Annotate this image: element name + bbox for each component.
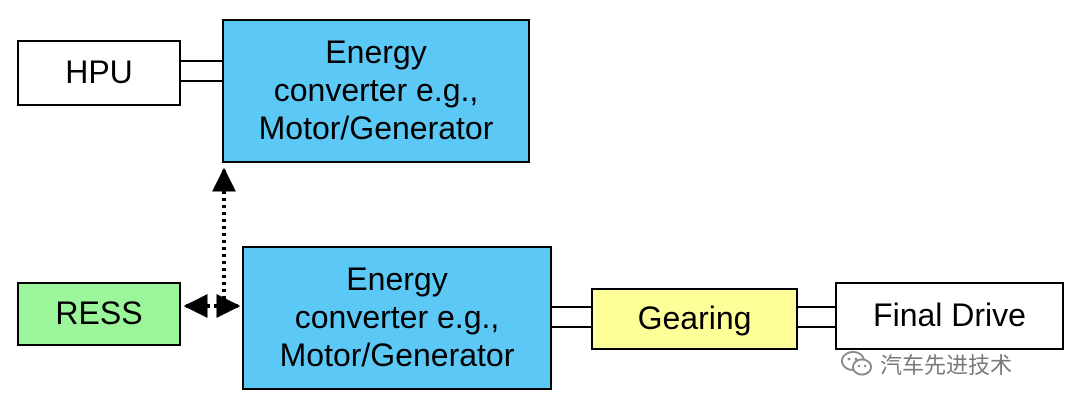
converter-top-box: Energy converter e.g., Motor/Generator [222,19,530,163]
watermark-text: 汽车先进技术 [880,354,1013,379]
converter-bottom-line-1: Energy [346,261,448,298]
converter-bottom-box: Energy converter e.g., Motor/Generator [242,246,552,390]
gearing-box: Gearing [591,288,798,350]
converter-bottom-line-3: Motor/Generator [279,336,515,373]
wechat-icon [841,351,872,376]
final-drive-label: Final Drive [873,297,1026,334]
hpu-box: HPU [17,40,181,106]
ress-box: RESS [17,282,181,346]
converter-bottom-line-2: converter e.g., [294,299,500,336]
converter-gearing-link [550,306,592,328]
ress-label: RESS [55,295,143,332]
converter-bottom-label: Energy converter e.g., Motor/Generator [280,261,515,374]
gearing-label: Gearing [637,300,752,337]
hpu-label: HPU [65,54,133,91]
converter-top-line-2: converter e.g., [273,72,479,109]
gearing-finaldrive-link [797,306,836,328]
converter-top-label: Energy converter e.g., Motor/Generator [259,34,494,147]
watermark: 汽车先进技术 [840,348,1012,380]
converter-top-line-1: Energy [325,34,427,71]
converter-top-line-3: Motor/Generator [258,109,494,146]
hpu-converter-link [180,60,222,82]
final-drive-box: Final Drive [835,282,1064,350]
